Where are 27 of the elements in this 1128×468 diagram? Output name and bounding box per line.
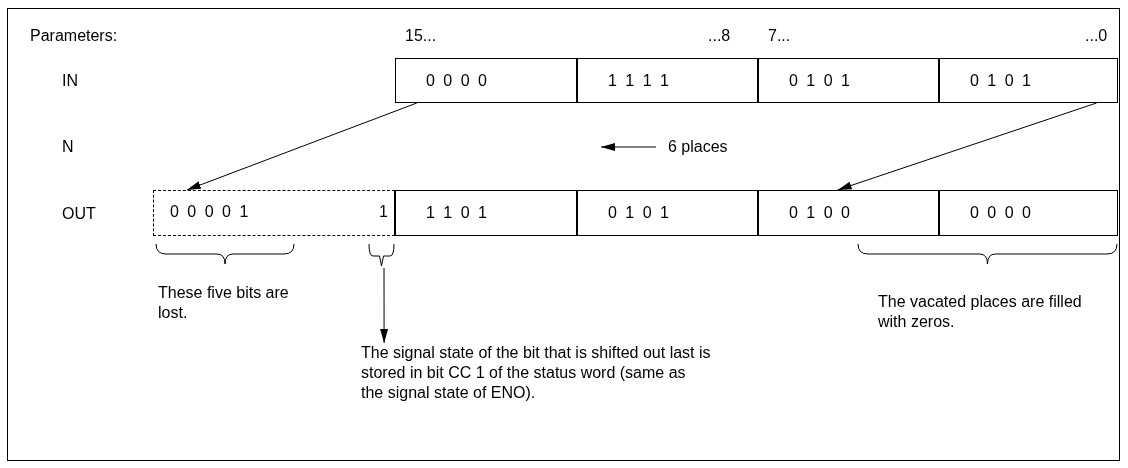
parameter-name: N xyxy=(62,137,74,157)
bit-cell: 0 0 0 0 xyxy=(395,58,577,103)
bit-cell: 0 1 0 1 xyxy=(577,190,758,236)
parameter-name: OUT xyxy=(62,204,96,224)
parameter-name: IN xyxy=(62,71,78,91)
bit-range-label: 15... xyxy=(405,26,437,46)
bit-range-label: ...8 xyxy=(708,26,731,46)
bit-cell: 0 1 0 1 xyxy=(758,58,939,103)
bit-range-label: 7... xyxy=(768,26,791,46)
bit-cell: 1 1 1 1 xyxy=(577,58,758,103)
shift-amount-label: 6 places xyxy=(668,137,728,157)
bit-cell: 0 0 0 0 xyxy=(939,190,1118,236)
annotation-text: These five bits are lost. xyxy=(158,283,290,323)
arrow xyxy=(837,102,1097,191)
lost-bits-box xyxy=(153,190,395,236)
arrow xyxy=(186,102,418,191)
parameters-heading: Parameters: xyxy=(30,26,118,46)
brace xyxy=(368,243,395,267)
annotation-text: The signal state of the bit that is shifted out last is stored in bit CC 1 of the status word (same as the signal state of ENO). xyxy=(361,343,711,403)
bit-value: 0 0 0 0 1 xyxy=(170,203,249,221)
arrow xyxy=(380,267,389,344)
bit-cell: 0 1 0 1 xyxy=(939,58,1118,103)
bit-cell: 0 1 0 0 xyxy=(758,190,939,236)
annotation-text: The vacated places are filled with zeros. xyxy=(878,292,1083,332)
bit-cell: 1 1 0 1 xyxy=(395,190,577,236)
bit-value: 1 xyxy=(379,203,388,221)
bit-range-label: ...0 xyxy=(1085,26,1108,46)
